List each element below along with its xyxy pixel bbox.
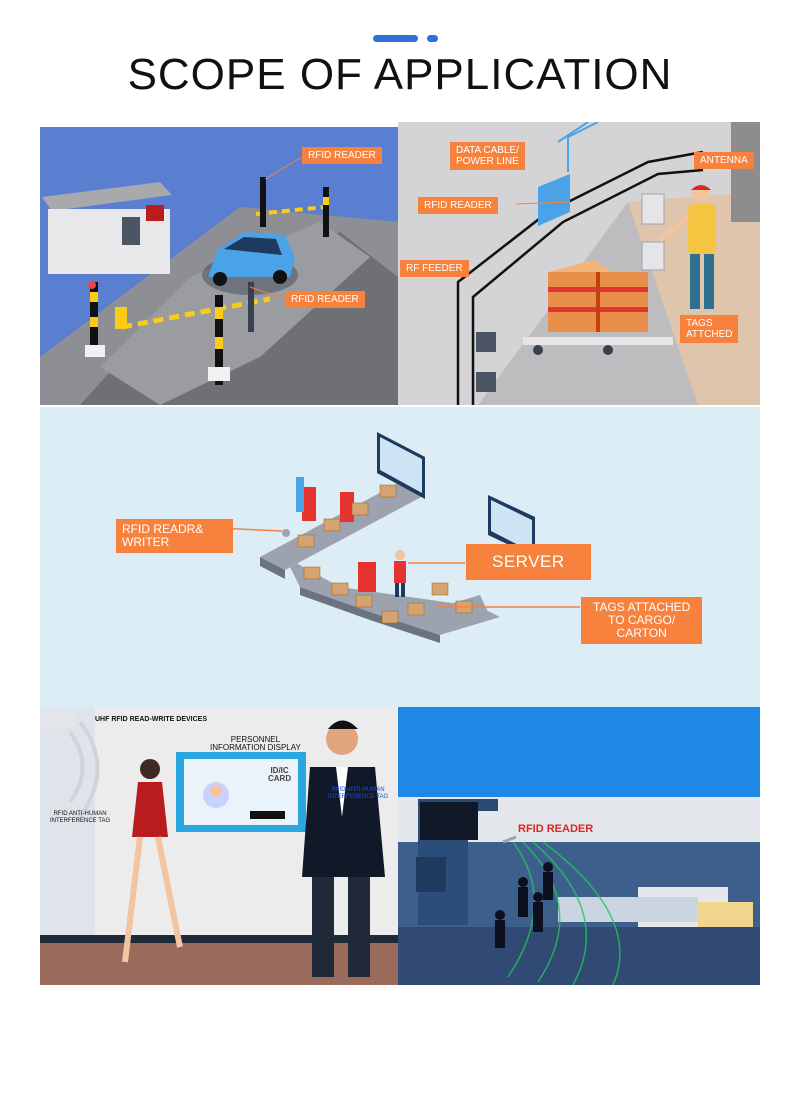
- anti-human-tag-left-label: RFID ANTI-HUMAN INTERFERENCE TAG: [50, 811, 111, 824]
- tags-attached-cargo-label: TAGS ATTACHED TO CARGO/ CARTON: [581, 597, 703, 644]
- rfid-reader-writer-label: RFID READR& WRITER: [116, 519, 234, 553]
- rf-feeder-label: RF FEEDER: [400, 260, 469, 277]
- rfid-reader-label-top: RFID READER: [302, 147, 382, 164]
- rfid-reader-label-bottom: RFID READER: [285, 291, 365, 308]
- gate-scene-panel: RFID READER: [398, 707, 760, 985]
- personnel-scene-panel: UHF RFID READ-WRITE DEVICES PERSONNEL IN…: [40, 707, 398, 985]
- conveyor-scene-illustration: [194, 432, 580, 643]
- data-cable-power-line-label: DATA CABLE/ POWER LINE: [450, 142, 525, 170]
- parking-scene-illustration: [40, 156, 398, 405]
- gate-scene-illustration: [398, 707, 760, 985]
- id-ic-card-text: ID/IC CARD: [268, 766, 292, 783]
- server-label: SERVER: [466, 544, 591, 580]
- header-accent-bar-short: [427, 35, 438, 42]
- parking-scene-panel: RFID READER RFID READER: [40, 127, 398, 405]
- uhf-read-write-devices-label: UHF RFID READ-WRITE DEVICES: [95, 716, 207, 723]
- warehouse-scene-panel: DATA CABLE/ POWER LINE ANTENNA RFID READ…: [398, 122, 760, 405]
- warehouse-scene-illustration: [398, 122, 760, 405]
- header-accent-bar-long: [373, 35, 418, 42]
- gate-rfid-reader-label: RFID READER: [518, 823, 594, 835]
- personnel-scene-illustration: [40, 707, 398, 985]
- personnel-info-display-label: PERSONNEL INFORMATION DISPLAY: [210, 735, 301, 752]
- antenna-label: ANTENNA: [694, 152, 754, 169]
- anti-human-tag-right-label: RFID ANTI-HUMAN INTERFERENCE TAG: [328, 787, 389, 800]
- tags-attached-label: TAGS ATTCHED: [680, 315, 739, 343]
- page-title: SCOPE OF APPLICATION: [127, 50, 673, 99]
- rfid-reader-label: RFID READER: [418, 197, 498, 214]
- conveyor-scene-panel: RFID READR& WRITER SERVER TAGS ATTACHED …: [40, 407, 760, 707]
